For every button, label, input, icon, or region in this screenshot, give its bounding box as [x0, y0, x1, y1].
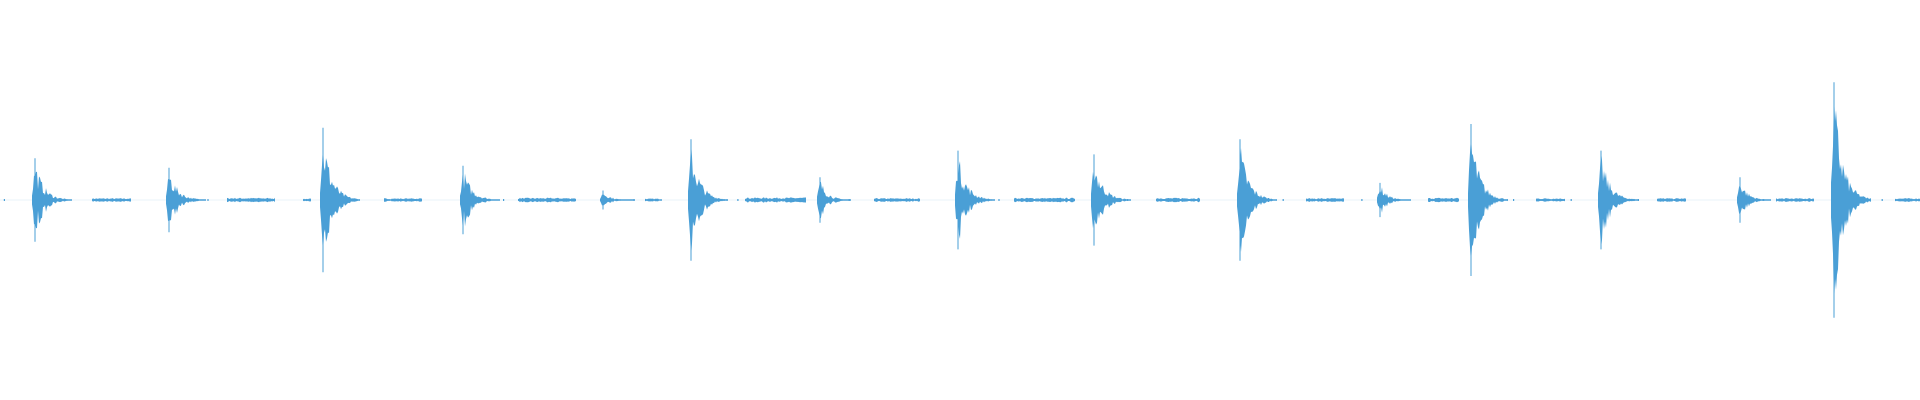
waveform-fragment-0 — [92, 198, 131, 202]
waveform-speck-20 — [1570, 199, 1572, 201]
waveform-transient-2 — [320, 144, 360, 256]
waveform-speck-4 — [245, 199, 247, 201]
waveform-transient-7 — [955, 161, 995, 239]
waveform-transient-10 — [1377, 187, 1411, 213]
waveform-transient-8 — [1091, 171, 1131, 229]
waveform-fragment-5 — [645, 198, 662, 202]
waveform-transient-5 — [688, 141, 728, 259]
waveform-transient-4 — [600, 194, 634, 206]
waveform-speck-2 — [103, 199, 105, 201]
waveform-fragment-13 — [1657, 198, 1686, 202]
waveform-fragment-9 — [1156, 197, 1200, 203]
waveform-fragment-3 — [384, 198, 422, 202]
waveform-transient-11 — [1468, 135, 1508, 265]
waveform-fragment-11 — [1428, 197, 1459, 203]
waveform-speck-8 — [633, 199, 635, 201]
waveform-fragment-7 — [874, 198, 920, 202]
waveform-transient-0 — [32, 171, 72, 229]
waveform-fragment-6 — [745, 197, 806, 203]
waveform-transient-6 — [817, 181, 851, 219]
waveform-fragment-2 — [303, 198, 311, 202]
waveform-transient-14 — [1831, 91, 1871, 309]
waveform-speck-16 — [1361, 199, 1363, 201]
waveform-speck-11 — [998, 199, 1000, 201]
waveform-speck-15 — [1282, 199, 1284, 201]
waveform-transient-3 — [460, 167, 500, 233]
waveform-speck-3 — [207, 199, 209, 201]
waveform-transient-1 — [166, 179, 206, 221]
waveform-speck-9 — [737, 199, 739, 201]
waveform-fragment-14 — [1776, 198, 1814, 202]
waveform-speck-0 — [3, 199, 5, 201]
waveform-transient-12 — [1598, 151, 1638, 249]
waveform-speck-21 — [1637, 199, 1639, 201]
waveform-transient-13 — [1737, 184, 1771, 216]
waveform-fragments — [92, 197, 1920, 203]
waveform-fragment-15 — [1895, 198, 1920, 202]
waveform-fragment-10 — [1306, 198, 1344, 202]
waveform-transient-9 — [1237, 148, 1277, 252]
waveform-fragment-8 — [1014, 197, 1075, 203]
waveform-transients — [32, 82, 1871, 318]
waveform-fragment-4 — [518, 197, 576, 203]
waveform-fragment-12 — [1536, 198, 1565, 202]
waveform-speck-7 — [503, 199, 505, 201]
waveform-fragment-1 — [227, 197, 275, 203]
waveform-speck-25 — [1881, 199, 1883, 201]
waveform-speck-19 — [1513, 199, 1515, 201]
waveform-speck-12 — [1027, 199, 1029, 201]
waveform-speck-22 — [1674, 199, 1676, 201]
